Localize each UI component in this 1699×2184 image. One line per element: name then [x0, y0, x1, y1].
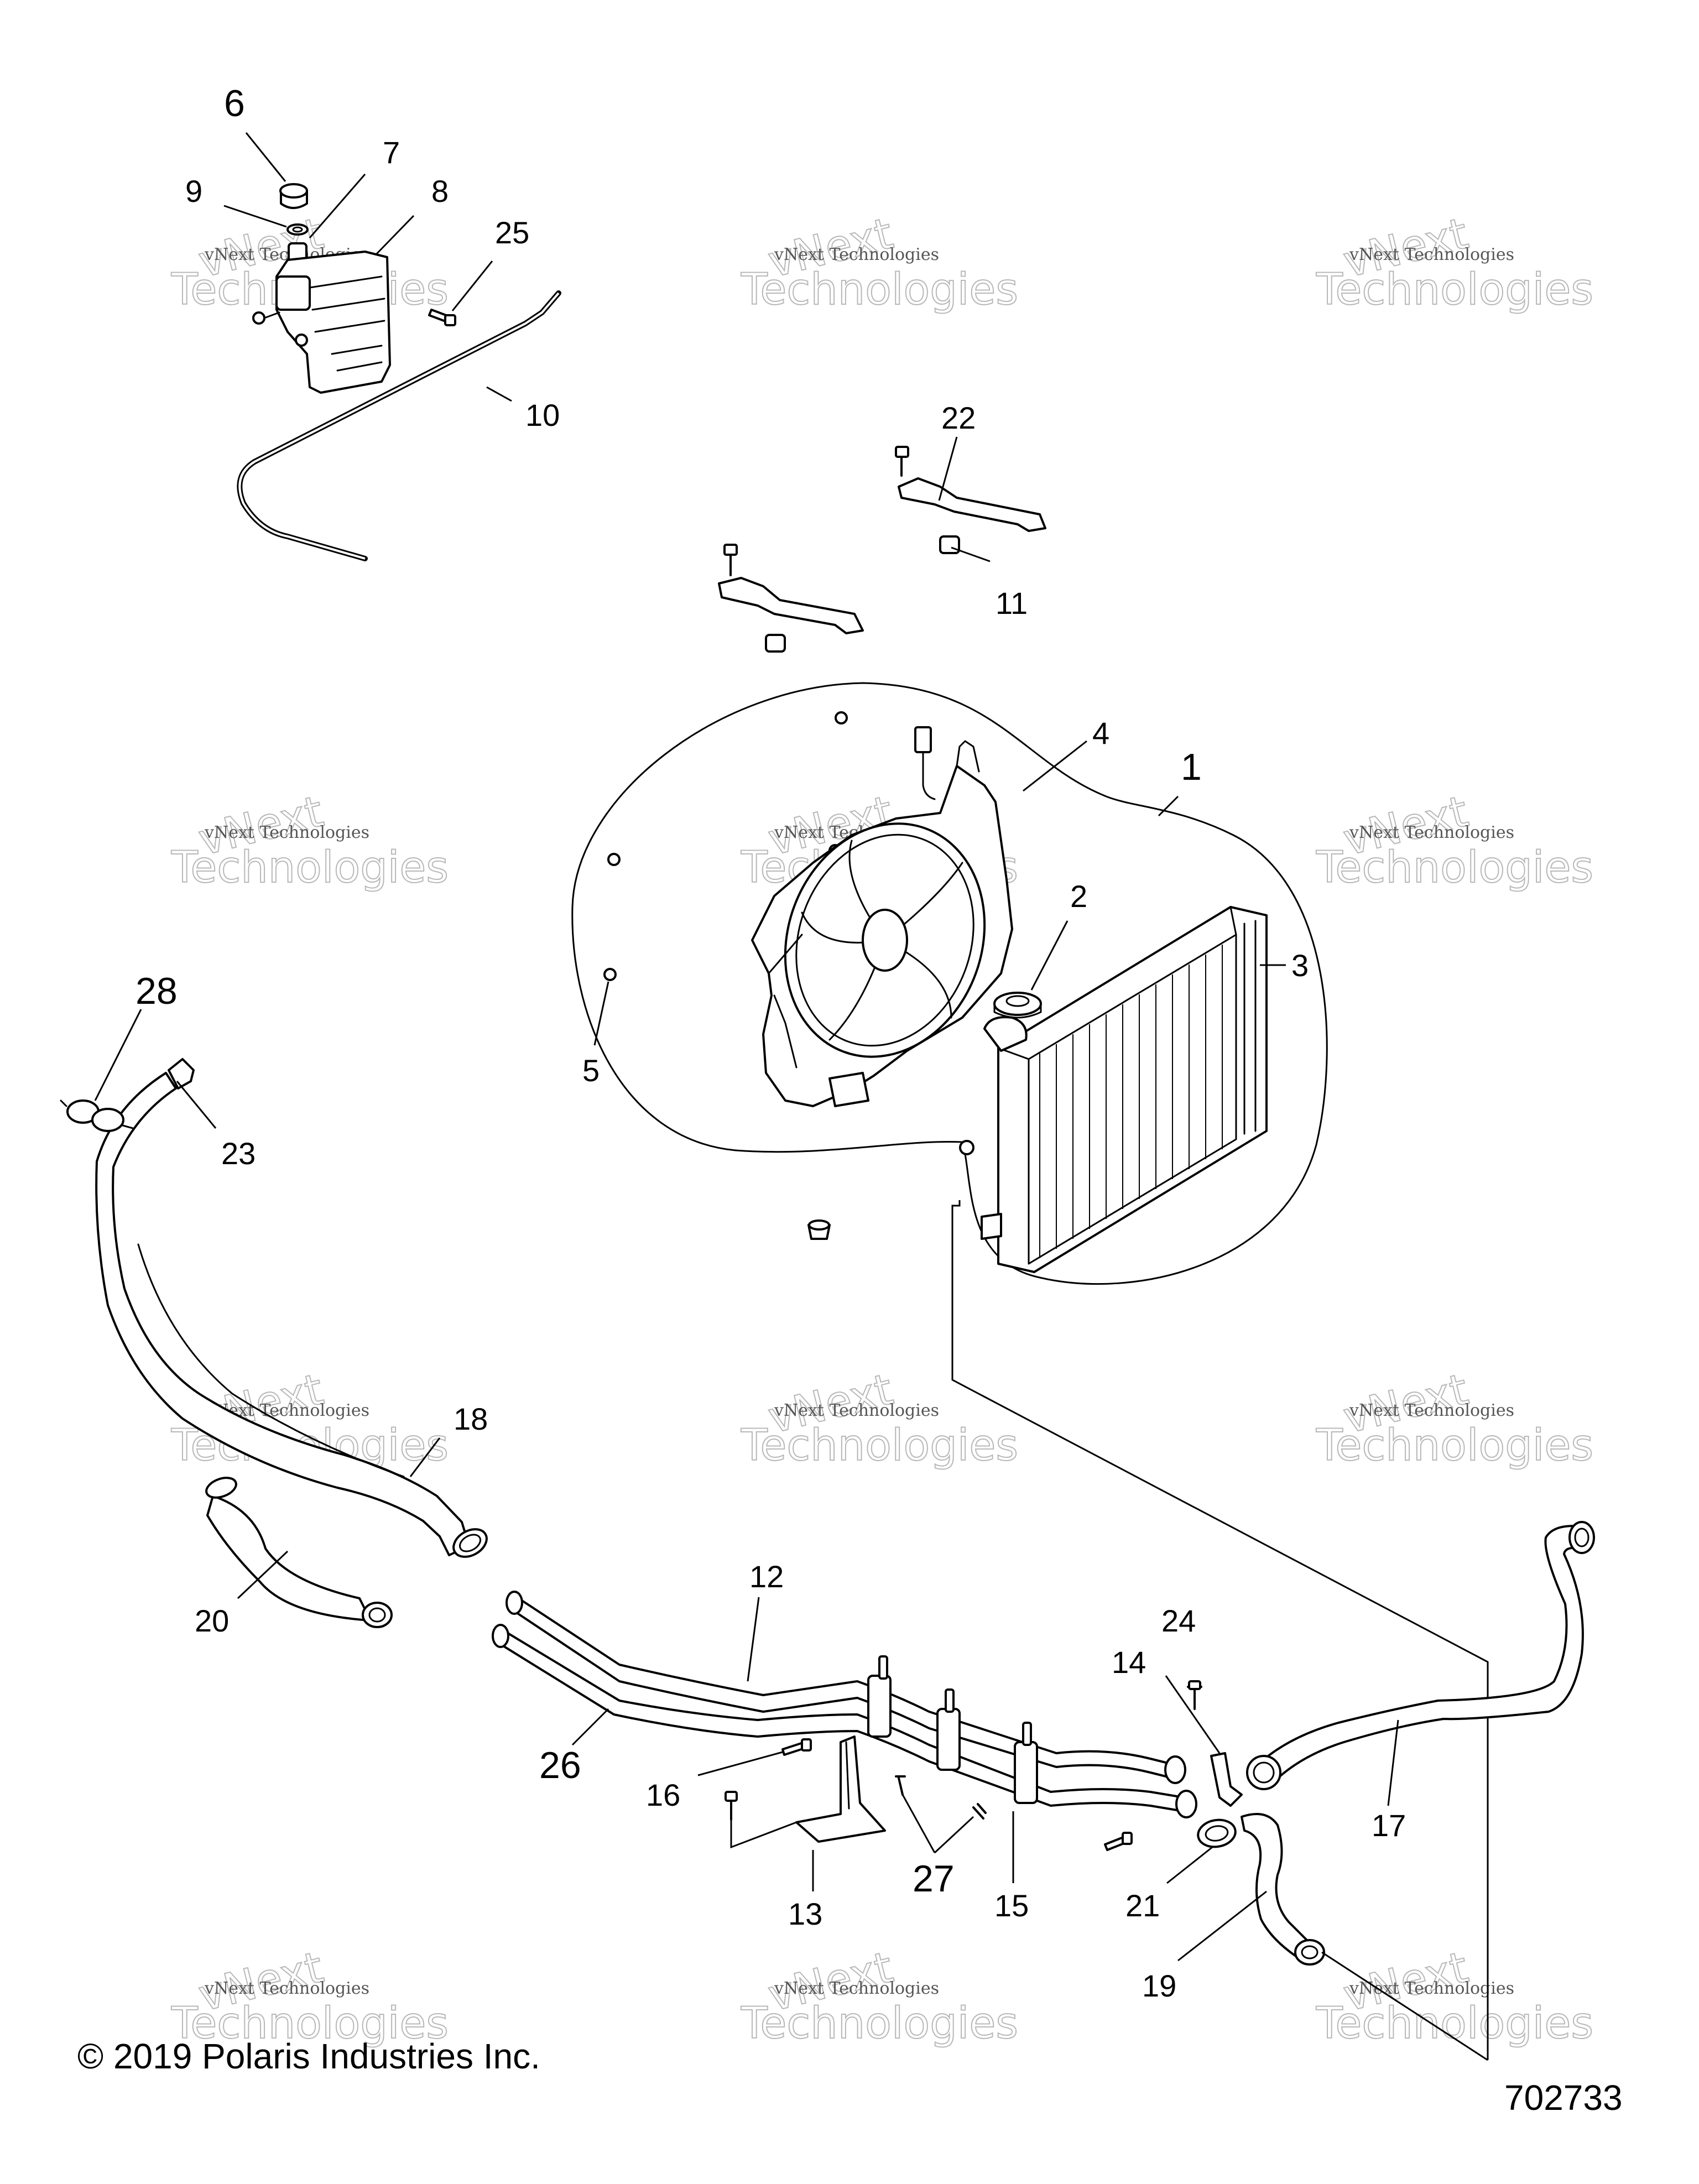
radiator — [981, 906, 1268, 1273]
coolant-tube-lower — [492, 1624, 1185, 1812]
watermark-6: vNext Technologies vNext Technologies — [1315, 786, 1594, 893]
overflow-hose — [237, 290, 561, 561]
callout-24: 24 — [1161, 1603, 1196, 1638]
svg-text:vNext Technologies: vNext Technologies — [1349, 823, 1514, 842]
callout-10: 10 — [525, 398, 560, 432]
callout-numbers: 6 7 9 8 25 10 22 11 4 1 2 3 5 28 23 18 2… — [135, 82, 1406, 2003]
tube-support-bracket — [795, 1735, 886, 1843]
reservoir-bolt — [428, 309, 456, 326]
upper-bracket-right — [895, 446, 1046, 554]
callout-23: 23 — [221, 1136, 256, 1171]
diagram-number: 702733 — [1504, 2078, 1623, 2118]
watermark-2: vNext Technologies vNext Technologies — [740, 209, 1019, 315]
svg-text:vNext Technologies: vNext Technologies — [1349, 1401, 1514, 1420]
svg-text:vNext Technologies: vNext Technologies — [1349, 1979, 1514, 1998]
svg-text:Technologies: Technologies — [171, 1999, 449, 2049]
bypass-hose — [205, 1477, 393, 1628]
hose-clamp-lower-end — [452, 1528, 488, 1558]
tube-end-connectors — [1164, 1755, 1197, 1818]
watermark-12: vNext Technologies vNext Technologies — [1315, 1942, 1594, 2049]
pinch-clamp — [60, 1099, 134, 1132]
svg-text:vNext Technologies: vNext Technologies — [774, 1401, 939, 1420]
leader-lines — [94, 132, 1488, 2061]
callout-17: 17 — [1372, 1808, 1406, 1843]
watermark-group: vNext Technologies vNext Technologies vN… — [170, 209, 1594, 2049]
callout-1: 1 — [1181, 746, 1202, 788]
watermark-10: vNext Technologies vNext Technologies — [170, 1942, 449, 2049]
clip-bolt-right — [1104, 1832, 1133, 1851]
callout-26: 26 — [539, 1744, 581, 1786]
callout-18: 18 — [454, 1401, 488, 1436]
copyright-text: © 2019 Polaris Industries Inc. — [77, 2036, 540, 2076]
callout-25: 25 — [495, 215, 529, 250]
svg-text:vNext Technologies: vNext Technologies — [204, 1979, 369, 1998]
callout-21: 21 — [1125, 1888, 1160, 1923]
hose-bracket-bolt — [1187, 1680, 1202, 1710]
callout-27: 27 — [913, 1858, 955, 1900]
watermark-9: vNext Technologies vNext Technologies — [1315, 1364, 1594, 1471]
svg-text:Technologies: Technologies — [1316, 843, 1593, 893]
callout-8: 8 — [431, 174, 449, 209]
hose-clamp-21 — [1197, 1818, 1237, 1848]
svg-text:vNext Technologies: vNext Technologies — [204, 823, 369, 842]
callout-3: 3 — [1291, 948, 1309, 983]
bracket-bolt-left — [725, 1791, 738, 1821]
callout-11: 11 — [996, 586, 1028, 621]
upper-radiator-hose — [95, 1072, 470, 1556]
callout-28: 28 — [135, 970, 178, 1012]
svg-text:Technologies: Technologies — [171, 843, 449, 893]
callout-4: 4 — [1092, 716, 1109, 750]
radiator-assembly-outline — [571, 682, 1328, 1285]
clip-bolt-16 — [781, 1738, 812, 1756]
lower-radiator-hose — [1246, 1521, 1595, 1790]
upper-bracket-left — [718, 544, 864, 653]
watermark-4: vNext Technologies vNext Technologies — [170, 786, 449, 893]
hose-bracket — [1210, 1752, 1243, 1807]
callout-22: 22 — [941, 400, 976, 435]
radiator-lower-hose-leader — [951, 1200, 1489, 2060]
callout-13: 13 — [788, 1896, 822, 1931]
svg-text:Technologies: Technologies — [741, 265, 1018, 315]
callout-16: 16 — [646, 1778, 680, 1812]
callout-5: 5 — [582, 1053, 600, 1088]
clip-bolt-27b — [972, 1803, 987, 1820]
radiator-fins — [1039, 945, 1223, 1258]
watermark-11: vNext Technologies vNext Technologies — [740, 1942, 1019, 2049]
clip-bolt-27a — [895, 1775, 906, 1796]
outlet-hose — [1241, 1813, 1325, 1966]
svg-text:Technologies: Technologies — [1316, 1421, 1593, 1471]
radiator-cap — [993, 992, 1042, 1019]
callout-9: 9 — [185, 174, 202, 209]
svg-text:Technologies: Technologies — [1316, 265, 1593, 315]
watermark-3: vNext Technologies vNext Technologies — [1315, 209, 1594, 315]
svg-text:Technologies: Technologies — [741, 1421, 1018, 1471]
cooling-fan — [751, 726, 1013, 1107]
callout-2: 2 — [1070, 879, 1087, 914]
coolant-reservoir-tank — [252, 251, 391, 394]
callout-19: 19 — [1142, 1968, 1176, 2003]
callout-12: 12 — [749, 1559, 784, 1594]
callout-7: 7 — [383, 135, 400, 170]
callout-15: 15 — [994, 1888, 1029, 1923]
tube-clips — [867, 1655, 1038, 1804]
reservoir-cap — [279, 183, 308, 209]
svg-text:Technologies: Technologies — [741, 1999, 1018, 2049]
svg-text:vNext Technologies: vNext Technologies — [1349, 245, 1514, 264]
svg-text:Technologies: Technologies — [1316, 1999, 1593, 2049]
callout-20: 20 — [195, 1603, 229, 1638]
callout-6: 6 — [224, 82, 245, 124]
reservoir-gasket — [286, 223, 309, 236]
svg-text:vNext Technologies: vNext Technologies — [774, 245, 939, 264]
svg-text:vNext Technologies: vNext Technologies — [774, 1979, 939, 1998]
watermark-8: vNext Technologies vNext Technologies — [740, 1364, 1019, 1471]
hose-clamp-upper-end — [168, 1058, 195, 1090]
callout-14: 14 — [1112, 1645, 1146, 1680]
